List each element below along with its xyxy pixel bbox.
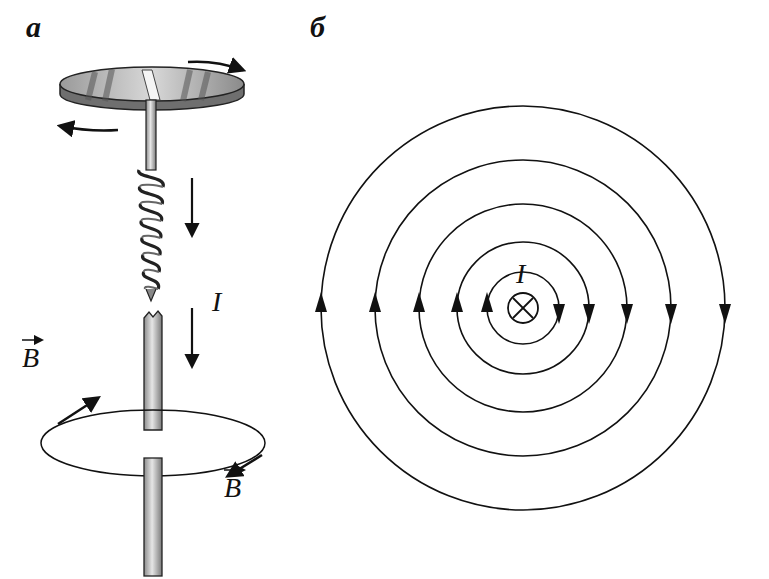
rotation-arrow — [60, 126, 118, 131]
current-arrow — [191, 308, 193, 366]
rotation-arrow — [188, 62, 243, 70]
motion-arrow — [191, 178, 193, 235]
field-vector — [58, 398, 98, 424]
corkscrew-helix — [139, 170, 164, 301]
conductor — [144, 458, 162, 576]
field-label: B — [22, 344, 39, 372]
current-into-page — [508, 293, 538, 323]
current-label: I — [212, 288, 221, 316]
corkscrew-shaft — [146, 100, 156, 170]
vector-sign — [22, 339, 42, 341]
field-lines — [315, 106, 731, 510]
panel-letter: б — [310, 12, 325, 42]
conductor — [144, 311, 162, 430]
field-label: B — [224, 474, 241, 502]
current-label: I — [516, 260, 525, 288]
field-vector — [228, 455, 262, 476]
vector-sign — [224, 469, 244, 471]
panel-letter: а — [26, 12, 41, 42]
